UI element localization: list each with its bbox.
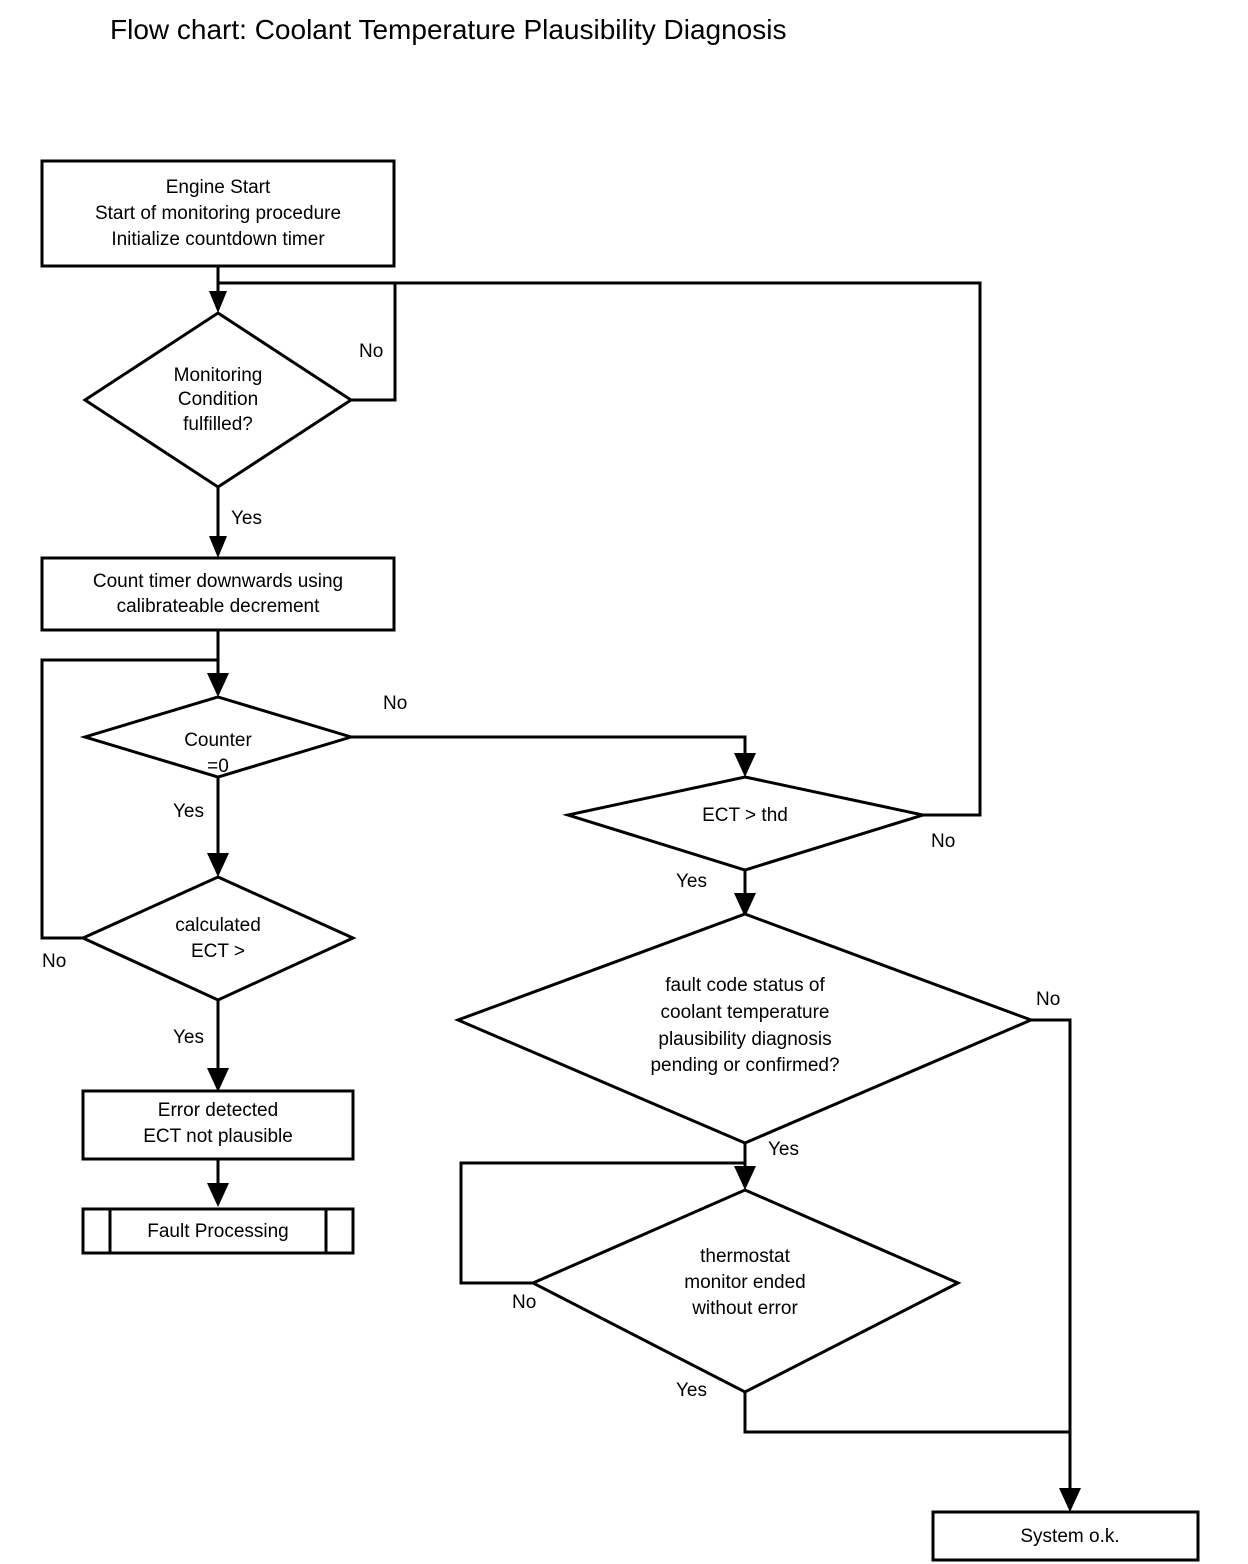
edge-label-counter-no: No <box>383 693 407 714</box>
monitoring-condition-line-2: Condition <box>178 389 258 410</box>
edge-label-calculated-no: No <box>42 951 66 972</box>
node-count-timer[interactable]: Count timer downwards using calibrateabl… <box>40 556 396 632</box>
node-counter-zero[interactable]: Counter =0 <box>79 695 357 779</box>
connector-counttimer-to-counter <box>207 628 229 697</box>
calculated-ect-line-2: ECT > <box>191 941 245 962</box>
node-thermostat-monitor[interactable]: thermostat monitor ended without error <box>529 1188 962 1394</box>
node-calculated-ect[interactable]: calculated ECT > <box>79 875 357 1002</box>
node-engine-start[interactable]: Engine Start Start of monitoring procedu… <box>40 159 396 268</box>
node-fault-code-status[interactable]: fault code status of coolant temperature… <box>453 912 1036 1145</box>
monitoring-condition-line-3: fulfilled? <box>183 414 253 435</box>
connector-feedback-top-rail <box>216 281 982 302</box>
monitoring-condition-line-1: Monitoring <box>174 365 263 386</box>
count-timer-line-2: calibrateable decrement <box>117 596 321 617</box>
thermostat-monitor-line-1: thermostat <box>700 1246 790 1267</box>
edge-label-ectthd-no: No <box>931 831 955 852</box>
engine-start-line-2: Start of monitoring procedure <box>95 203 341 224</box>
edge-label-counter-yes: Yes <box>173 801 204 822</box>
fault-code-status-line-1: fault code status of <box>665 975 825 996</box>
connector-monitoring-no <box>349 281 397 402</box>
ect-gt-thd-label: ECT > thd <box>702 805 788 826</box>
connector-faultcode-no <box>1029 1018 1081 1512</box>
connector-calculated-yes <box>207 998 229 1092</box>
edge-label-thermostat-yes: Yes <box>676 1380 707 1401</box>
fault-code-status-line-4: pending or confirmed? <box>650 1055 839 1076</box>
error-detected-line-1: Error detected <box>158 1100 278 1121</box>
connector-thermostat-yes <box>743 1390 1072 1434</box>
edge-label-ectthd-yes: Yes <box>676 871 707 892</box>
connector-ectthd-no <box>921 281 982 817</box>
connector-ectthd-yes <box>734 868 756 917</box>
count-timer-line-1: Count timer downwards using <box>93 571 343 592</box>
connector-error-to-fault <box>207 1156 229 1207</box>
edge-label-faultcode-yes: Yes <box>768 1139 799 1160</box>
node-monitoring-condition[interactable]: Monitoring Condition fulfilled? <box>82 311 354 489</box>
node-ect-gt-thd[interactable]: ECT > thd <box>562 775 929 872</box>
edge-label-thermostat-no: No <box>512 1292 536 1313</box>
connector-calculated-no <box>40 658 220 940</box>
engine-start-line-1: Engine Start <box>166 177 271 198</box>
thermostat-monitor-line-3: without error <box>691 1298 798 1319</box>
connector-thermostat-no <box>459 1161 747 1285</box>
page-title: Flow chart: Coolant Temperature Plausibi… <box>110 14 787 45</box>
counter-zero-line-1: Counter <box>184 730 252 751</box>
fault-code-status-line-3: plausibility diagnosis <box>658 1029 831 1050</box>
edge-label-monitoring-yes: Yes <box>231 508 262 529</box>
fault-code-status-line-2: coolant temperature <box>661 1002 830 1023</box>
system-ok-label: System o.k. <box>1020 1526 1119 1547</box>
calculated-ect-line-1: calculated <box>175 915 261 936</box>
connector-faultcode-yes <box>734 1138 756 1190</box>
counter-zero-line-2: =0 <box>207 756 229 777</box>
engine-start-line-3: Initialize countdown timer <box>111 229 325 250</box>
edge-label-calculated-yes: Yes <box>173 1027 204 1048</box>
node-error-detected[interactable]: Error detected ECT not plausible <box>81 1089 355 1161</box>
thermostat-monitor-line-2: monitor ended <box>684 1272 805 1293</box>
node-fault-processing[interactable]: Fault Processing <box>81 1207 355 1255</box>
edge-label-monitoring-no: No <box>359 341 383 362</box>
node-system-ok[interactable]: System o.k. <box>931 1510 1200 1562</box>
connector-monitoring-yes <box>209 485 227 558</box>
connector-counter-no <box>349 735 756 777</box>
fault-processing-label: Fault Processing <box>147 1221 289 1242</box>
edge-label-faultcode-no: No <box>1036 989 1060 1010</box>
error-detected-line-2: ECT not plausible <box>143 1126 293 1147</box>
connector-counter-yes <box>207 773 229 877</box>
